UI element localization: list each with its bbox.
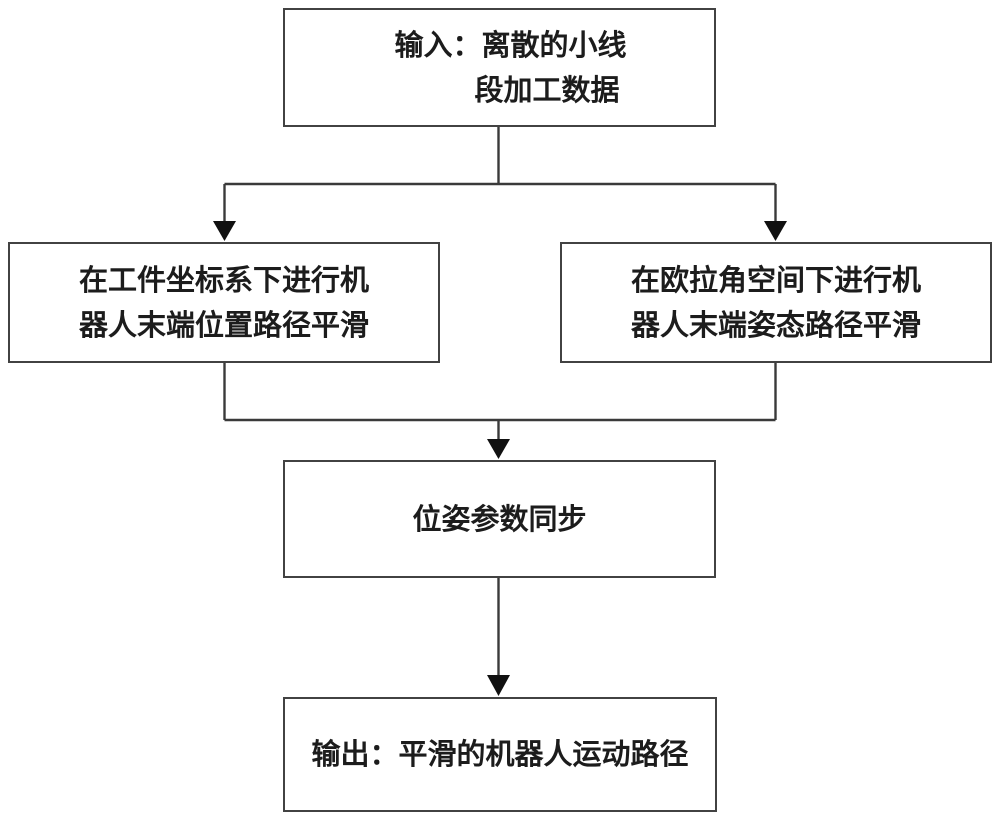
node-output: 输出：平滑的机器人运动路径 (283, 697, 717, 812)
arrowhead-to-sync (487, 439, 510, 459)
arrowhead-to-output (487, 675, 510, 696)
node-input-line2: 段加工数据 (474, 72, 620, 107)
node-position-smoothing-text: 在工件坐标系下进行机 器人末端位置路径平滑 (79, 258, 369, 348)
node-position-smoothing: 在工件坐标系下进行机 器人末端位置路径平滑 (8, 242, 440, 363)
node-position-smoothing-line2: 器人末端位置路径平滑 (78, 307, 369, 342)
arrowhead-to-euler (764, 221, 787, 241)
arrowhead-to-position (213, 221, 236, 241)
node-pose-sync: 位姿参数同步 (283, 460, 716, 578)
node-pose-sync-text: 位姿参数同步 (412, 501, 587, 536)
node-position-smoothing-line1: 在工件坐标系下进行机 (78, 262, 369, 297)
node-output-text: 输出：平滑的机器人运动路径 (311, 737, 689, 771)
node-orientation-smoothing-text: 在欧拉角空间下进行机 器人末端姿态路径平滑 (631, 258, 921, 348)
node-orientation-smoothing-line2: 器人末端姿态路径平滑 (630, 307, 921, 342)
node-orientation-smoothing-line1: 在欧拉角空间下进行机 (630, 262, 921, 297)
node-input: 输入：离散的小线 段加工数据 (283, 8, 716, 127)
node-input-text: 输入：离散的小线 段加工数据 (394, 23, 626, 113)
node-orientation-smoothing: 在欧拉角空间下进行机 器人末端姿态路径平滑 (560, 242, 992, 363)
node-input-line1: 输入：离散的小线 (394, 27, 627, 62)
